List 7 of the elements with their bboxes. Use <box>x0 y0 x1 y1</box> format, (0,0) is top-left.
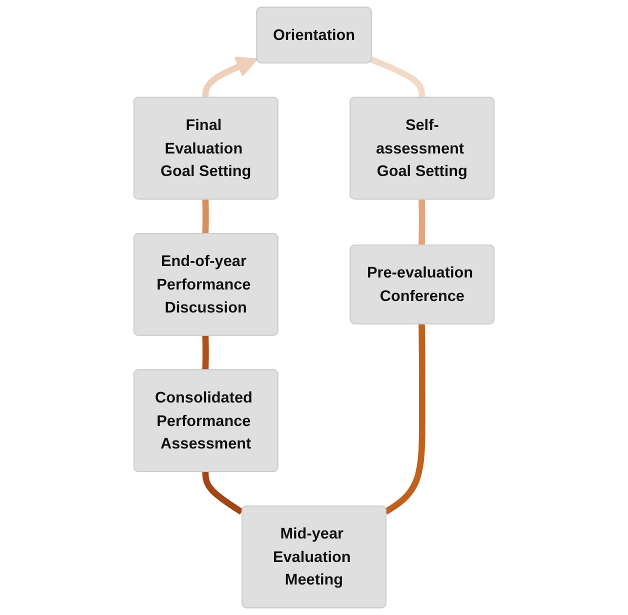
connector <box>384 324 426 515</box>
connector <box>370 56 425 98</box>
connector <box>202 335 209 370</box>
connector <box>418 199 426 246</box>
connector <box>202 472 244 515</box>
connector <box>202 199 209 234</box>
arrow <box>202 56 258 98</box>
